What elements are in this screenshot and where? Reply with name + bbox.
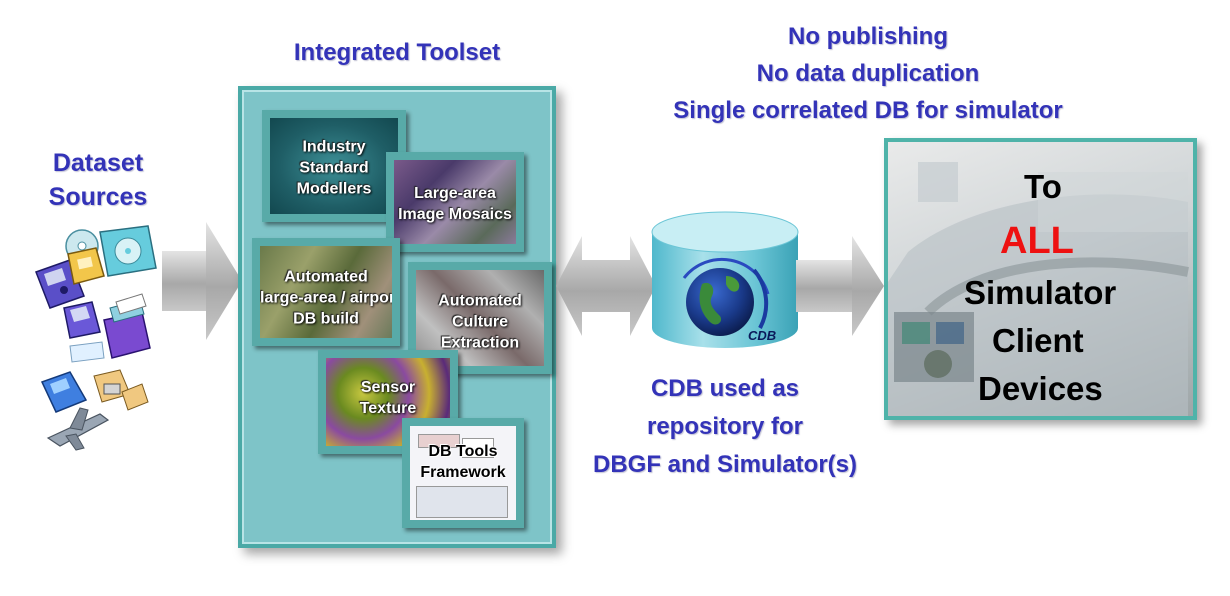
integrated-toolset-panel: Industry Standard Modellers Large-area I… (238, 86, 556, 548)
sim-line-client: Client (992, 322, 1084, 359)
sim-line-devices: Devices (978, 370, 1103, 407)
dataset-media-clipart (35, 225, 157, 451)
tile-3-line1: Automated (284, 268, 368, 286)
arrow-sources-to-toolset (162, 222, 242, 340)
benefit-no-publishing: No publishing (788, 23, 948, 50)
benefit-no-data-duplication: No data duplication (756, 60, 980, 87)
tile-large-area-image-mosaics: Large-area Image Mosaics (386, 152, 524, 252)
tile-4-line2: Culture (452, 313, 508, 331)
sim-line-simulator: Simulator (964, 274, 1117, 311)
jet-aircraft-icon (46, 407, 110, 451)
tile-1-line2: Standard (299, 159, 369, 177)
toolset-title: Integrated Toolset (293, 39, 501, 66)
cdb-caption-line2: repository for (646, 413, 804, 440)
tile-automated-db-build: Automated large-area / airport DB build (252, 238, 400, 346)
sim-line-all: ALL (1000, 220, 1074, 262)
simulator-cockpit-image (888, 162, 1189, 416)
cdb-caption-line3: DBGF and Simulator(s) (592, 451, 857, 478)
floppy-disk-icon (63, 301, 101, 339)
tile-1-line3: Modellers (296, 180, 372, 198)
tile-1-line1: Industry (302, 138, 366, 156)
globe-icon (682, 257, 770, 336)
disk-box-icon (103, 293, 151, 359)
tile-2-line1: Large-area (414, 185, 496, 202)
cdb-logo-text: CDB (748, 328, 776, 343)
tile-db-tools-framework: DB Tools Framework (402, 418, 524, 528)
tile-3-line2: large-area / airport (260, 289, 400, 307)
tile-5-line1: Sensor (360, 379, 416, 396)
dataset-sources-line2: Sources (48, 183, 148, 211)
sim-line-to: To (1024, 168, 1062, 205)
floppy-disk-icon (67, 247, 105, 285)
dataset-sources-line1: Dataset (52, 149, 144, 177)
tile-6-line1: DB Tools (428, 443, 498, 460)
cd-case-icon (99, 225, 157, 277)
cdb-caption-line1: CDB used as (650, 375, 800, 402)
tile-6-line2: Framework (420, 464, 506, 481)
tile-industry-standard-modellers: Industry Standard Modellers (262, 110, 406, 222)
tile-5-line2: Texture (359, 400, 417, 417)
tile-automated-culture-extraction: Automated Culture Extraction (408, 262, 552, 374)
tile-4-line3: Extraction (440, 334, 520, 352)
tile-3-line3: DB build (293, 310, 359, 328)
benefits-text: No publishing No data duplication Single… (618, 18, 1118, 129)
cdb-caption: CDB used as repository for DBGF and Simu… (560, 370, 890, 484)
satellite-icon (40, 341, 149, 413)
tile-2-line2: Image Mosaics (398, 206, 512, 223)
arrow-cdb-to-simulator (796, 236, 884, 336)
benefit-single-correlated-db: Single correlated DB for simulator (673, 97, 1063, 124)
cdb-database-cylinder: CDB (651, 211, 799, 348)
arrow-toolset-cdb-bidirectional (556, 236, 656, 336)
tile-4-line1: Automated (438, 292, 522, 310)
dataset-sources-heading: Dataset Sources (30, 146, 166, 214)
simulator-client-panel: To ALL Simulator Client Devices (884, 138, 1197, 420)
